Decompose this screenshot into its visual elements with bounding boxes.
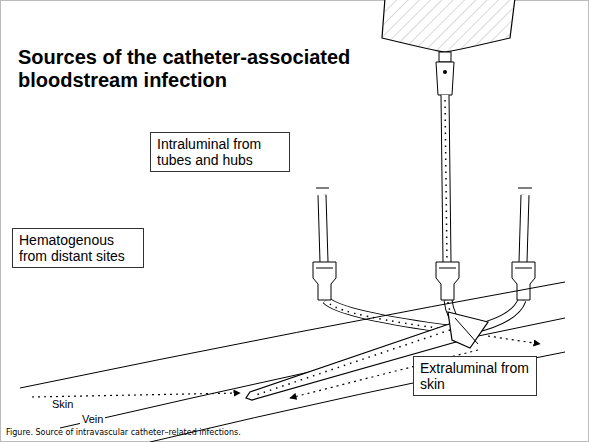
callout-box: Extraluminal from skin bbox=[413, 356, 537, 396]
skin-vein-layers bbox=[20, 282, 565, 442]
slide-title: Sources of the catheter-associated blood… bbox=[18, 46, 458, 92]
callout-box: Hematogenous from distant sites bbox=[12, 228, 144, 268]
iv-tubing bbox=[316, 95, 532, 330]
callout-text: Extraluminal from skin bbox=[420, 360, 530, 392]
tube-hubs bbox=[313, 262, 535, 300]
figure-caption: Figure. Source of intravascular catheter… bbox=[6, 428, 241, 438]
anatomy-label: Vein bbox=[80, 413, 105, 425]
callout-box: Intraluminal from tubes and hubs bbox=[150, 132, 290, 172]
iv-bag bbox=[382, 0, 515, 95]
callout-text: Intraluminal from tubes and hubs bbox=[157, 136, 283, 168]
migration-arrows bbox=[32, 336, 540, 398]
anatomy-label: Skin bbox=[50, 398, 75, 410]
callout-text: Hematogenous from distant sites bbox=[19, 232, 137, 264]
